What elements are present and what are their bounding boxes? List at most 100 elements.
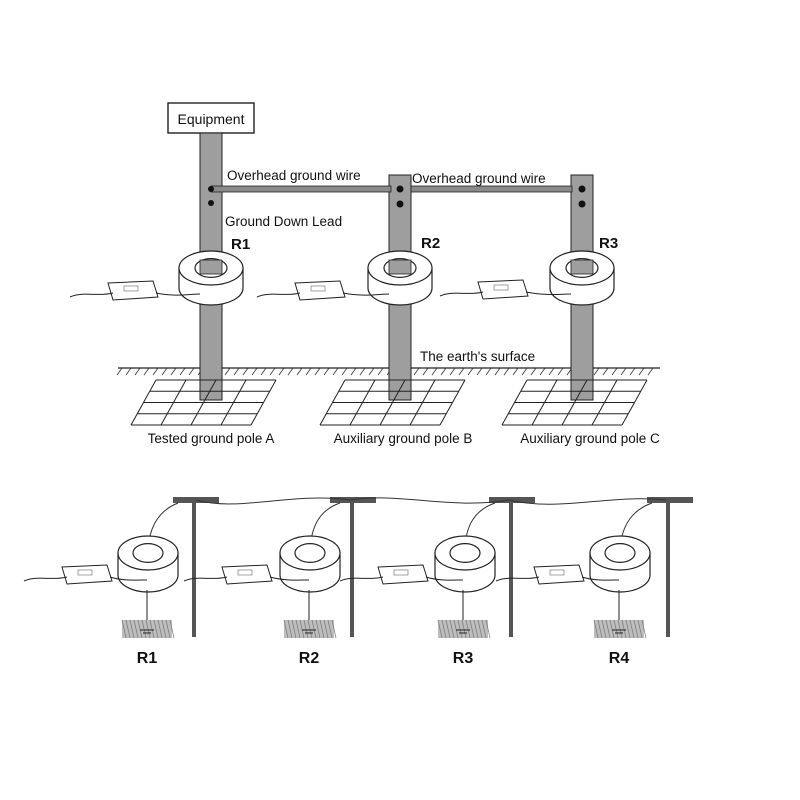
hatch-line	[413, 367, 420, 376]
meter-device	[339, 564, 464, 585]
bottom-r2-label: R2	[299, 650, 320, 667]
ground-hatch	[157, 619, 163, 639]
pole-c-label: Auxiliary ground pole C	[520, 431, 660, 446]
ground-hatch	[153, 619, 159, 639]
clamp-ring	[549, 250, 615, 306]
crossbar	[647, 497, 693, 503]
ground-block	[438, 620, 488, 638]
ground-hatch	[637, 619, 643, 639]
clamp-rings	[178, 250, 615, 306]
hatch-line	[620, 367, 627, 376]
ground-hatch	[125, 619, 131, 639]
ground-hatch	[291, 619, 297, 639]
hatch-line	[503, 367, 510, 376]
ground-hatch	[597, 619, 603, 639]
hatch-line	[557, 367, 564, 376]
r2-label: R2	[421, 235, 440, 252]
meter-cable	[425, 576, 464, 581]
hatch-line	[530, 367, 537, 376]
hatch-line	[179, 367, 186, 376]
ground-hatch	[441, 619, 447, 639]
pole-segment	[388, 259, 412, 275]
meter-display	[493, 284, 509, 291]
ring-hole	[604, 543, 636, 563]
meter-body	[533, 564, 585, 585]
hatch-line	[521, 367, 528, 376]
meter-cable	[23, 576, 68, 582]
ground-hatch	[299, 619, 305, 639]
ground-hatch	[145, 619, 151, 639]
earth-surface-label: The earth's surface	[420, 349, 535, 364]
hatch-line	[269, 367, 276, 376]
hatch-line	[242, 367, 249, 376]
hatch-line	[314, 367, 321, 376]
ground-hatch	[633, 619, 639, 639]
meter-display	[77, 569, 93, 576]
meter-cable	[525, 291, 572, 295]
meter-cable	[155, 292, 201, 296]
bolt-dot	[578, 200, 586, 208]
hatch-line	[170, 367, 177, 376]
ground-grids	[130, 379, 648, 426]
overhead-wire-label-1: Overhead ground wire	[227, 168, 361, 183]
meter-cable	[256, 292, 301, 298]
ground-hatch	[129, 619, 135, 639]
pole-b-label: Auxiliary ground pole B	[334, 431, 473, 446]
hatch-line	[494, 367, 501, 376]
ring-hole	[294, 543, 326, 563]
ground-hatch	[161, 619, 167, 639]
bottom-r1-label: R1	[137, 650, 158, 667]
ground-hatch	[327, 619, 333, 639]
ground-hatch	[169, 619, 175, 639]
meter-cable	[339, 576, 384, 582]
bottom-pole	[509, 503, 513, 637]
ground-hatch	[303, 619, 309, 639]
overhead-wire-1	[210, 185, 392, 193]
ground-hatch	[477, 619, 483, 639]
hatch-line	[458, 367, 465, 376]
hatch-line	[512, 367, 519, 376]
meter-body	[377, 564, 429, 585]
hatch-line	[350, 367, 357, 376]
ground-hatch	[437, 619, 443, 639]
hatch-line	[368, 367, 375, 376]
clamp-ring	[178, 250, 244, 306]
hatch-line	[359, 367, 366, 376]
hatch-line	[152, 367, 159, 376]
bolt-dot	[208, 186, 214, 192]
hatch-line	[449, 367, 456, 376]
meter-device	[439, 279, 572, 300]
hatch-line	[161, 367, 168, 376]
ring-hole	[132, 543, 164, 563]
hatch-line	[611, 367, 618, 376]
ground-hatch	[469, 619, 475, 639]
ground-hatch	[331, 619, 337, 639]
ground-hatch	[465, 619, 471, 639]
pole-segment	[199, 259, 223, 275]
ground-block	[594, 620, 644, 638]
bottom-diagram: R1 R2 R3 R4	[23, 497, 693, 667]
ground-hatch	[617, 619, 623, 639]
hatch-line	[602, 367, 609, 376]
ground-hatch	[295, 619, 301, 639]
hatch-line	[143, 367, 150, 376]
bottom-clamp-rings	[117, 535, 651, 593]
hatch-line	[467, 367, 474, 376]
hatch-line	[485, 367, 492, 376]
ground-block	[122, 620, 172, 638]
meter-body	[221, 564, 273, 585]
bottom-r3-label: R3	[453, 650, 474, 667]
ground-symbol	[121, 590, 175, 639]
ring-hole	[449, 543, 481, 563]
ground-hatch	[165, 619, 171, 639]
meters	[69, 279, 572, 301]
meter-body	[294, 280, 346, 301]
ground-hatch	[609, 619, 615, 639]
grid-line	[561, 379, 588, 426]
grid-line	[591, 379, 618, 426]
hatch-line	[116, 367, 123, 376]
meter-body	[477, 279, 529, 300]
hatch-line	[629, 367, 636, 376]
clamp-ring	[589, 535, 651, 593]
